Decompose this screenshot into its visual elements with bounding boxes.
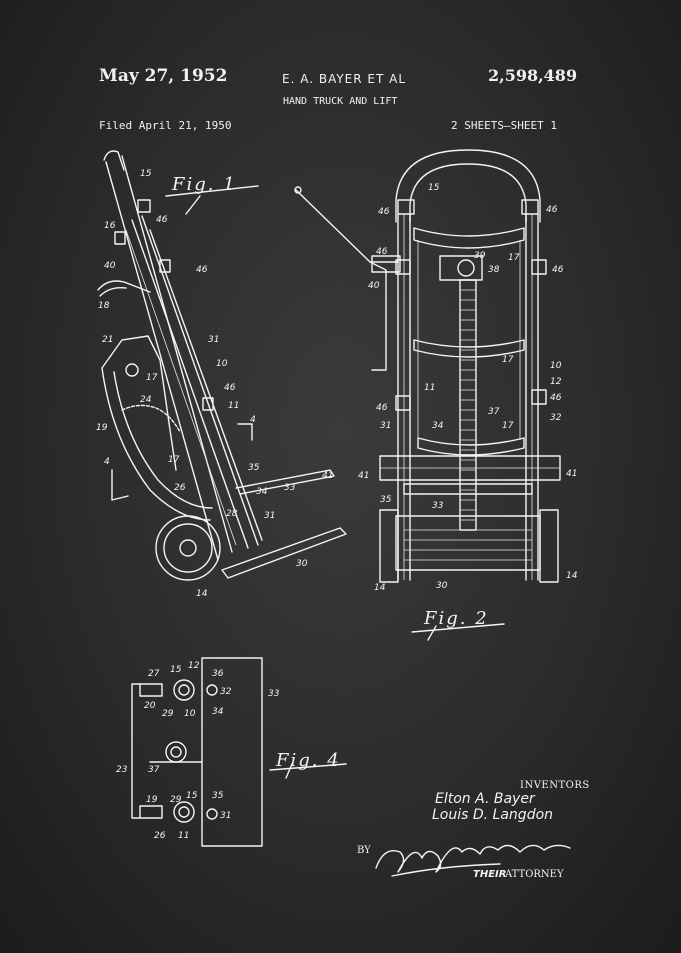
fig1-ref-label: 30 <box>296 559 308 569</box>
figure-2: 15 46 46 46 17 46 39 38 40 17 10 12 46 4… <box>295 150 578 640</box>
fig4-ref-label: 20 <box>144 701 156 711</box>
fig1-ref-label: 18 <box>98 301 110 311</box>
fig2-ref-label: 12 <box>550 377 562 387</box>
sheet-info: 2 SHEETS—SHEET 1 <box>451 119 557 132</box>
by-label: BY <box>357 845 371 856</box>
their-label: THEIR <box>473 869 507 880</box>
inventors-label: INVENTORS <box>520 780 590 791</box>
fig2-ref-label: 17 <box>508 253 520 263</box>
fig2-ref-label: 10 <box>550 361 562 371</box>
fig2-ref-label: 32 <box>550 413 562 423</box>
fig1-ref-label: 14 <box>196 589 208 599</box>
patent-title: HAND TRUCK AND LIFT <box>283 96 398 107</box>
fig1-ref-label: 31 <box>264 511 275 521</box>
fig1-ref-label: 10 <box>216 359 228 369</box>
fig1-ref-label: 40 <box>104 261 116 271</box>
fig2-ref-label: 37 <box>488 407 500 417</box>
fig1-ref-label: 15 <box>140 169 152 179</box>
fig2-ref-label: 33 <box>432 501 444 511</box>
figure-4: 27 15 12 36 20 29 10 32 34 33 23 37 19 2… <box>116 658 346 846</box>
fig2-ref-label: 46 <box>552 265 564 275</box>
fig4-ref-label: 29 <box>162 709 174 719</box>
fig2-ref-label: 46 <box>550 393 562 403</box>
fig1-ref-label: 17 <box>146 373 158 383</box>
fig2-ref-label: 38 <box>488 265 500 275</box>
fig2-ref-label: 40 <box>368 281 380 291</box>
fig2-ref-label: 46 <box>376 247 388 257</box>
fig4-caption: Fig. 4 <box>275 750 341 771</box>
fig2-ref-label: 46 <box>376 403 388 413</box>
fig2-ref-label: 14 <box>566 571 578 581</box>
fig1-ref-label: 11 <box>228 401 239 411</box>
fig1-ref-label: 41 <box>322 471 333 481</box>
fig4-ref-label: 26 <box>154 831 166 841</box>
fig2-ref-label: 17 <box>502 421 514 431</box>
fig2-ref-label: 46 <box>546 205 558 215</box>
fig1-caption: Fig. 1 <box>171 174 237 195</box>
fig4-ref-label: 32 <box>220 687 232 697</box>
filed-date: Filed April 21, 1950 <box>99 119 232 132</box>
fig4-ref-label: 36 <box>212 669 224 679</box>
fig2-ref-label: 15 <box>428 183 440 193</box>
fig2-ref-label: 41 <box>358 471 369 481</box>
fig1-ref-label: 35 <box>248 463 260 473</box>
inventor-header: E. A. BAYER ET AL <box>282 72 407 86</box>
fig2-ref-label: 14 <box>374 583 386 593</box>
fig2-ref-label: 30 <box>436 581 448 591</box>
fig1-ref-label: 17 <box>168 455 180 465</box>
fig2-ref-label: 17 <box>502 355 514 365</box>
fig2-ref-label: 35 <box>380 495 392 505</box>
fig1-ref-label: 34 <box>256 487 268 497</box>
patent-number: 2,598,489 <box>488 66 578 85</box>
figure-1: 15 16 46 40 18 46 21 31 10 17 24 46 11 1… <box>96 151 346 599</box>
fig4-ref-label: 10 <box>184 709 196 719</box>
fig1-ref-label: 46 <box>156 215 168 225</box>
fig4-ref-label: 15 <box>170 665 182 675</box>
fig2-ref-label: 34 <box>432 421 444 431</box>
fig1-ref-label: 28 <box>226 509 238 519</box>
fig4-ref-label: 34 <box>212 707 224 717</box>
patent-date: May 27, 1952 <box>99 66 228 86</box>
inventor-name-2: Louis D. Langdon <box>432 807 554 823</box>
fig4-ref-label: 31 <box>220 811 231 821</box>
attorney-label: ATTORNEY <box>505 869 564 880</box>
fig4-ref-label: 27 <box>148 669 160 679</box>
fig4-ref-label: 12 <box>188 661 200 671</box>
fig2-ref-label: 39 <box>474 251 486 261</box>
fig1-ref-label: 46 <box>196 265 208 275</box>
inventor-name-1: Elton A. Bayer <box>435 791 535 807</box>
fig1-ref-label: 4 <box>104 457 110 467</box>
fig1-ref-label: 26 <box>174 483 186 493</box>
fig4-ref-label: 19 <box>146 795 158 805</box>
fig2-ref-label: 31 <box>380 421 391 431</box>
fig4-ref-label: 29 <box>170 795 182 805</box>
fig4-ref-label: 15 <box>186 791 198 801</box>
attorney-signature <box>376 845 570 876</box>
fig2-ref-label: 46 <box>378 207 390 217</box>
fig1-ref-label: 31 <box>208 335 219 345</box>
fig4-ref-label: 33 <box>268 689 280 699</box>
fig4-ref-label: 23 <box>116 765 128 775</box>
fig1-ref-label: 33 <box>284 483 296 493</box>
fig2-ref-label: 41 <box>566 469 577 479</box>
fig1-ref-label: 21 <box>102 335 113 345</box>
fig4-ref-label: 37 <box>148 765 160 775</box>
fig1-ref-label: 24 <box>140 395 152 405</box>
fig2-ref-label: 11 <box>424 383 435 393</box>
fig1-ref-label: 19 <box>96 423 108 433</box>
fig2-caption: Fig. 2 <box>423 608 489 629</box>
fig1-ref-label: 16 <box>104 221 116 231</box>
fig4-ref-label: 11 <box>178 831 189 841</box>
fig1-ref-label: 4 <box>250 415 256 425</box>
fig1-ref-label: 46 <box>224 383 236 393</box>
fig4-ref-label: 35 <box>212 791 224 801</box>
